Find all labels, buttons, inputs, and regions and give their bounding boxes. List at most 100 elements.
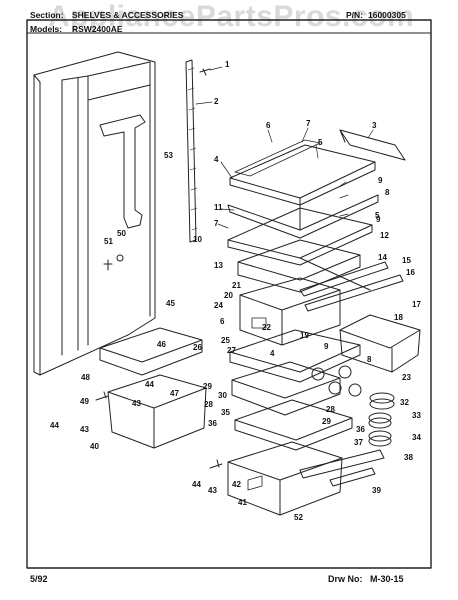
callout-23: 23 <box>402 373 411 382</box>
callout-6: 6 <box>266 121 271 130</box>
callout-41: 41 <box>238 498 247 507</box>
callout-51: 51 <box>104 237 113 246</box>
callout-25: 25 <box>221 336 230 345</box>
callout-43-repeat: 43 <box>132 399 141 408</box>
models-label: Models: <box>30 24 63 34</box>
trim-cover <box>329 467 376 487</box>
callout-32: 32 <box>400 398 409 407</box>
callout-7-repeat: 7 <box>214 219 219 228</box>
callout-29-repeat: 29 <box>322 417 331 426</box>
egg-cups <box>368 392 395 447</box>
callout-44-repeat: 44 <box>50 421 59 430</box>
callout-40: 40 <box>90 442 99 451</box>
crisper-rail-lower <box>304 274 404 312</box>
callout-44-repeat: 44 <box>145 380 154 389</box>
bottom-glass-shelf <box>234 399 353 451</box>
callout-38: 38 <box>404 453 413 462</box>
callout-7: 7 <box>306 119 311 128</box>
shelf-bracket <box>339 129 406 161</box>
callout-16: 16 <box>406 268 415 277</box>
crisper-rail <box>299 261 389 297</box>
left-screw <box>95 391 109 401</box>
second-glass-shelf <box>227 207 373 291</box>
section-label: Section: <box>30 10 64 20</box>
callout-26: 26 <box>193 343 202 352</box>
callout-12: 12 <box>380 231 389 240</box>
callout-22: 22 <box>262 323 271 332</box>
part-number-value: 16000305 <box>368 10 406 20</box>
bottom-drawer <box>227 441 343 516</box>
callout-37: 37 <box>354 438 363 447</box>
callout-14: 14 <box>378 253 387 262</box>
callout-11: 11 <box>214 203 223 212</box>
callout-46: 46 <box>157 340 166 349</box>
callout-4-repeat: 4 <box>270 349 275 358</box>
callout-53: 53 <box>164 151 173 160</box>
crisper-cover <box>237 239 361 293</box>
callout-5-repeat: 5 <box>375 211 380 220</box>
leader-lines <box>195 66 374 229</box>
callout-17: 17 <box>412 300 421 309</box>
callout-18: 18 <box>394 313 403 322</box>
callout-33: 33 <box>412 411 421 420</box>
lower-screw <box>209 459 223 469</box>
callout-42: 42 <box>232 480 241 489</box>
callout-43: 43 <box>208 486 217 495</box>
watermark: AppliancePartsPros.com <box>48 0 415 33</box>
callout-44: 44 <box>192 480 201 489</box>
cabinet-screw <box>103 259 113 271</box>
footer-date: 5/92 <box>30 574 48 584</box>
callout-34: 34 <box>412 433 421 442</box>
callout-9: 9 <box>378 176 383 185</box>
callout-10: 10 <box>193 235 202 244</box>
callout-45: 45 <box>166 299 175 308</box>
callout-39: 39 <box>372 486 381 495</box>
callout-29: 29 <box>203 382 212 391</box>
left-drawer <box>107 374 207 449</box>
section-value: SHELVES & ACCESSORIES <box>72 10 184 20</box>
callout-47: 47 <box>170 389 179 398</box>
callout-35: 35 <box>221 408 230 417</box>
callout-9-repeat: 9 <box>376 215 381 224</box>
callout-9-repeat: 9 <box>324 342 329 351</box>
callout-15: 15 <box>402 256 411 265</box>
callout-49: 49 <box>80 397 89 406</box>
callout-19: 19 <box>300 331 309 340</box>
callout-6-repeat: 6 <box>220 317 225 326</box>
callout-4: 4 <box>214 155 219 164</box>
callout-21: 21 <box>232 281 241 290</box>
drawing-number-label: Drw No: <box>328 574 363 584</box>
callout-28: 28 <box>204 400 213 409</box>
callout-36-repeat: 36 <box>356 425 365 434</box>
models-value: RSW2400AE <box>72 24 123 34</box>
callout-50: 50 <box>117 229 126 238</box>
callout-28-repeat: 28 <box>326 405 335 414</box>
meat-drawer <box>239 277 341 346</box>
callout-8-repeat: 8 <box>367 355 372 364</box>
top-glass-shelf <box>227 139 379 239</box>
shelf-front-trim <box>299 449 385 479</box>
callout-2: 2 <box>214 97 219 106</box>
callout-30: 30 <box>218 391 227 400</box>
left-drawer-cover <box>99 327 203 376</box>
lower-glass-shelf <box>229 329 362 397</box>
crisper-pan-right <box>339 314 421 373</box>
callout-24: 24 <box>214 301 223 310</box>
drawing-number-value: M-30-15 <box>370 574 404 584</box>
callout-3: 3 <box>372 121 377 130</box>
deli-drawer <box>231 361 341 416</box>
cabinet-outline <box>33 51 156 376</box>
screw <box>199 68 211 76</box>
callout-8: 8 <box>385 188 390 197</box>
callout-52: 52 <box>294 513 303 522</box>
callout-36: 36 <box>208 419 217 428</box>
callout-13: 13 <box>214 261 223 270</box>
callout-43-repeat: 43 <box>80 425 89 434</box>
callout-27: 27 <box>227 346 236 355</box>
callout-20: 20 <box>224 291 233 300</box>
cabinet-plug <box>116 254 124 262</box>
callout-1: 1 <box>225 60 230 69</box>
